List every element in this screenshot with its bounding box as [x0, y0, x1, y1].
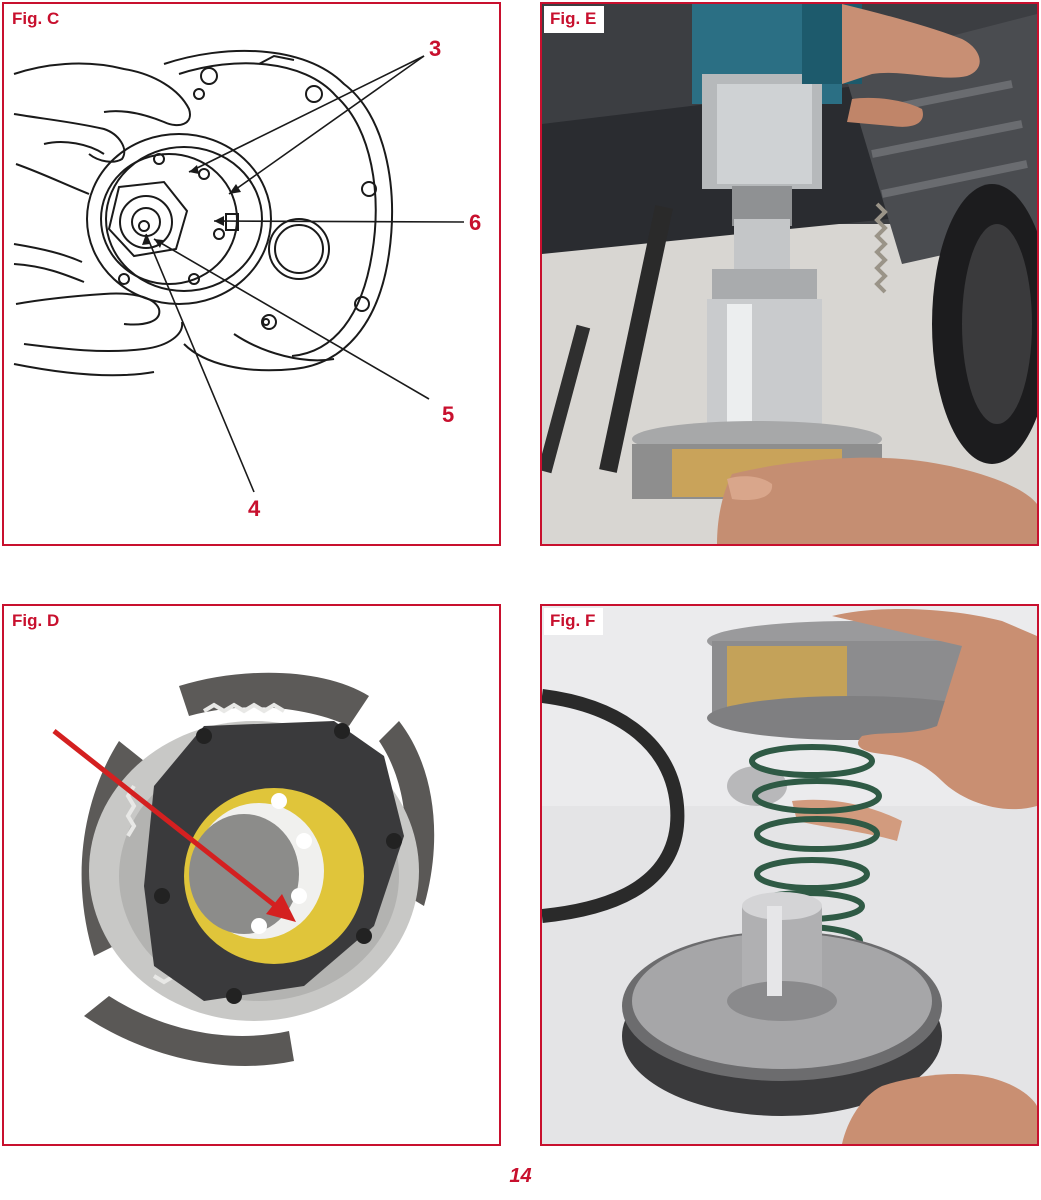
figure-c-drawing — [13, 49, 465, 493]
callout-3: 3 — [429, 36, 442, 61]
figure-d-panel: Fig. D — [2, 604, 501, 1146]
callout-5: 5 — [442, 402, 455, 427]
figure-f-photo — [542, 606, 1037, 1144]
figure-e-label: Fig. E — [544, 6, 605, 33]
figure-e-panel: Fig. E — [540, 2, 1039, 546]
callout-6: 6 — [469, 210, 482, 235]
callout-4: 4 — [248, 496, 261, 521]
figure-c-panel: Fig. C — [2, 2, 501, 546]
figure-f-panel: Fig. F — [540, 604, 1039, 1146]
figure-d-label: Fig. D — [6, 608, 68, 635]
figure-c-label: Fig. C — [6, 6, 68, 33]
figure-d-photo — [4, 606, 499, 1144]
figure-f-label: Fig. F — [544, 608, 604, 635]
page-number: 14 — [509, 1165, 532, 1187]
figure-e-photo — [542, 4, 1037, 544]
